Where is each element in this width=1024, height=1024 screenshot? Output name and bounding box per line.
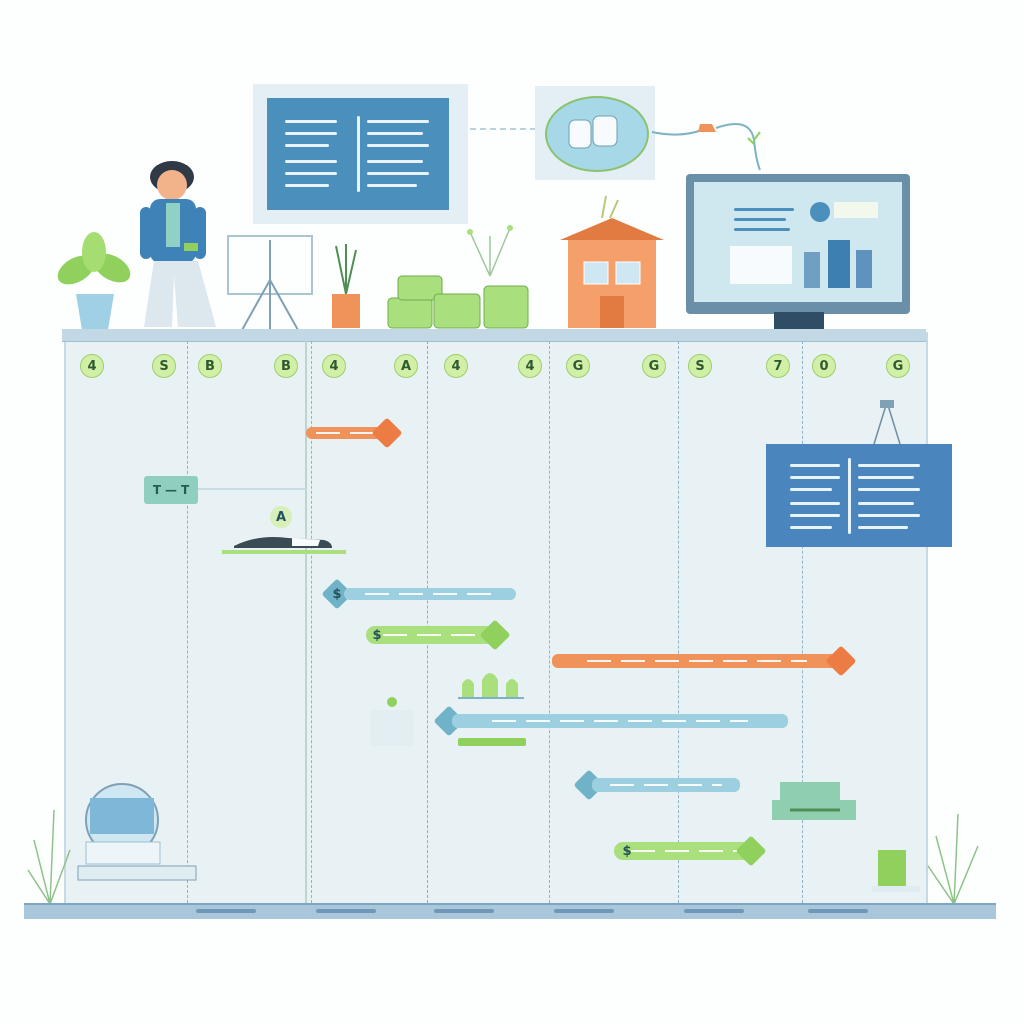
seed-packet-icon xyxy=(872,850,920,892)
greenhouse-icon xyxy=(458,673,524,699)
column-marker: A xyxy=(394,354,418,378)
board-base-rail xyxy=(24,903,996,919)
milestone-tag[interactable]: T — T xyxy=(144,476,198,504)
coin-stack-icon xyxy=(387,275,529,329)
bar-start-glyph: $ xyxy=(622,843,632,859)
column-marker: G xyxy=(566,354,590,378)
column-marker: G xyxy=(642,354,666,378)
timeline-sub-bar xyxy=(458,738,526,746)
column-divider xyxy=(802,341,803,903)
column-marker: S xyxy=(152,354,176,378)
grass-icon xyxy=(927,813,979,904)
column-divider xyxy=(427,341,428,903)
column-marker: 4 xyxy=(80,354,104,378)
connector-line xyxy=(198,488,306,490)
connector-line xyxy=(470,128,536,132)
column-marker: 4 xyxy=(518,354,542,378)
milestone-tag-end: T xyxy=(181,483,190,497)
column-marker: S xyxy=(688,354,712,378)
scanner-device-icon xyxy=(77,783,197,881)
sprout-icon xyxy=(332,244,360,328)
vehicle-icon xyxy=(234,537,332,548)
timeline-bar-blue[interactable] xyxy=(452,714,788,728)
bar-start-glyph: $ xyxy=(332,586,342,602)
house-icon xyxy=(560,195,664,328)
column-divider xyxy=(187,341,188,903)
column-divider xyxy=(311,341,312,903)
milestone-icon: A xyxy=(270,506,292,528)
globe-icon xyxy=(535,86,655,180)
column-marker: 4 xyxy=(444,354,468,378)
plant-branch-icon xyxy=(467,225,513,277)
column-marker: 4 xyxy=(322,354,346,378)
column-divider xyxy=(305,341,307,903)
plant-icon xyxy=(57,232,131,330)
monitor-stand xyxy=(774,312,824,330)
document-panel-top xyxy=(253,84,468,224)
column-marker: 7 xyxy=(766,354,790,378)
timeline-bar-blue[interactable] xyxy=(592,778,740,792)
document-panel-icon xyxy=(766,444,952,547)
monitor-icon xyxy=(686,174,910,314)
timeline-bar-green xyxy=(222,550,346,554)
person-icon xyxy=(140,161,216,327)
board-top-rail xyxy=(62,329,926,342)
cable-icon xyxy=(651,123,761,171)
column-divider xyxy=(549,341,550,903)
timeline-bar-green[interactable] xyxy=(366,626,506,644)
easel-icon xyxy=(227,235,313,331)
cash-stack-icon xyxy=(772,782,856,820)
column-marker: B xyxy=(198,354,222,378)
grass-icon xyxy=(27,809,71,904)
timeline-bar-orange[interactable] xyxy=(306,427,388,439)
document-screen xyxy=(267,98,449,210)
milestone-tag-start: T xyxy=(152,483,161,497)
column-marker: 0 xyxy=(812,354,836,378)
column-marker: G xyxy=(886,354,910,378)
column-marker: B xyxy=(274,354,298,378)
hanger-icon xyxy=(873,400,901,445)
cup-icon xyxy=(370,697,414,746)
bar-start-glyph: $ xyxy=(372,627,382,643)
column-divider xyxy=(678,341,679,903)
timeline-bar-orange[interactable] xyxy=(552,654,842,668)
timeline-bar-green[interactable] xyxy=(614,842,754,860)
timeline-bar-blue[interactable] xyxy=(344,588,516,600)
